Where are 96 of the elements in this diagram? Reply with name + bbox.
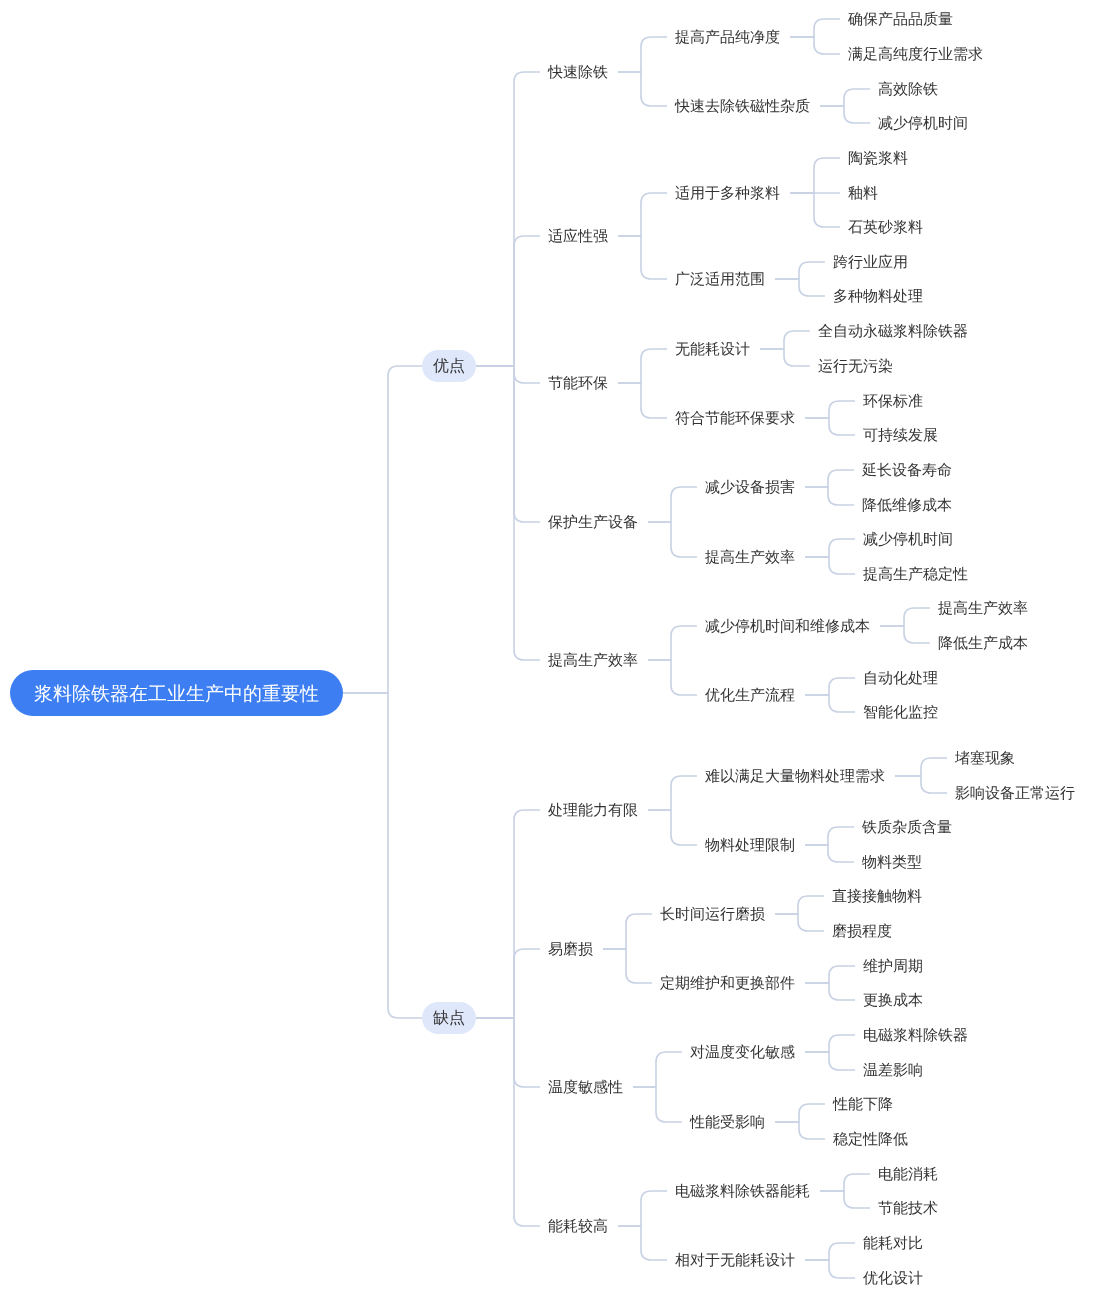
connector-line bbox=[617, 1225, 668, 1261]
topic-label: 性能下降 bbox=[833, 1094, 893, 1114]
connector-line bbox=[632, 1086, 683, 1123]
topic-label: 影响设备正常运行 bbox=[955, 783, 1075, 803]
topic-label: 环保标准 bbox=[863, 391, 923, 411]
connector-line bbox=[617, 235, 668, 280]
topic-label: 难以满足大量物料处理需求 bbox=[705, 766, 885, 786]
topic-label: 稳定性降低 bbox=[833, 1129, 908, 1149]
topic-label: 直接接触物料 bbox=[832, 886, 922, 906]
connector-line bbox=[617, 71, 668, 107]
topic-label: 可持续发展 bbox=[863, 425, 938, 445]
connector-line bbox=[804, 486, 855, 506]
connector-line bbox=[804, 556, 856, 575]
connector-line bbox=[789, 36, 841, 55]
topic-label: 确保产品品质量 bbox=[848, 9, 953, 29]
topic-label: 釉料 bbox=[848, 183, 878, 203]
connector-line bbox=[879, 625, 931, 644]
connector-line bbox=[602, 948, 653, 984]
topic-label: 更换成本 bbox=[863, 990, 923, 1010]
topic-label: 温度敏感性 bbox=[548, 1077, 623, 1097]
topic-label: 石英砂浆料 bbox=[848, 217, 923, 237]
connector-line bbox=[804, 844, 855, 863]
connector-line bbox=[804, 694, 856, 713]
topic-label: 延长设备寿命 bbox=[862, 460, 952, 480]
connector-line bbox=[774, 913, 825, 932]
topic-label: 跨行业应用 bbox=[833, 252, 908, 272]
topic-label: 堵塞现象 bbox=[955, 748, 1015, 768]
topic-label: 减少设备损害 bbox=[705, 477, 795, 497]
topic-label: 减少停机时间和维修成本 bbox=[705, 616, 870, 636]
connector-line bbox=[804, 1259, 856, 1279]
topic-label: 降低维修成本 bbox=[862, 495, 952, 515]
topic-label: 快速去除铁磁性杂质 bbox=[675, 96, 810, 116]
topic-label: 运行无污染 bbox=[818, 356, 893, 376]
connector-line bbox=[804, 417, 856, 436]
topic-label: 高效除铁 bbox=[878, 79, 938, 99]
connector-line bbox=[789, 192, 841, 228]
connector-line bbox=[475, 365, 541, 661]
topic-label: 节能技术 bbox=[878, 1198, 938, 1218]
topic-label: 保护生产设备 bbox=[548, 512, 638, 532]
topic-label: 物料类型 bbox=[862, 852, 922, 872]
topic-label: 定期维护和更换部件 bbox=[660, 973, 795, 993]
topic-label: 电磁浆料除铁器 bbox=[863, 1025, 968, 1045]
root-topic: 浆料除铁器在工业生产中的重要性 bbox=[10, 670, 343, 716]
topic-label: 提高生产效率 bbox=[938, 598, 1028, 618]
topic-label: 智能化监控 bbox=[863, 702, 938, 722]
topic-label: 提高生产效率 bbox=[705, 547, 795, 567]
topic-label: 满足高纯度行业需求 bbox=[848, 44, 983, 64]
topic-label: 优化生产流程 bbox=[705, 685, 795, 705]
topic-label: 陶瓷浆料 bbox=[848, 148, 908, 168]
connector-line bbox=[759, 348, 811, 367]
topic-label: 物料处理限制 bbox=[705, 835, 795, 855]
topic-label: 降低生产成本 bbox=[938, 633, 1028, 653]
connector-line bbox=[617, 382, 668, 419]
topic-label: 易磨损 bbox=[548, 939, 593, 959]
topic-label: 符合节能环保要求 bbox=[675, 408, 795, 428]
connector-line bbox=[774, 278, 826, 297]
topic-label: 温差影响 bbox=[863, 1060, 923, 1080]
connector-line bbox=[804, 1051, 856, 1071]
topic-label: 优化设计 bbox=[863, 1268, 923, 1288]
topic-label: 提高生产稳定性 bbox=[863, 564, 968, 584]
topic-label: 全自动永磁浆料除铁器 bbox=[818, 321, 968, 341]
connector-line bbox=[819, 1190, 871, 1209]
category-pill: 缺点 bbox=[422, 1002, 476, 1034]
topic-label: 提高生产效率 bbox=[548, 650, 638, 670]
topic-label: 磨损程度 bbox=[832, 921, 892, 941]
topic-label: 相对于无能耗设计 bbox=[675, 1250, 795, 1270]
topic-label: 适用于多种浆料 bbox=[675, 183, 780, 203]
topic-label: 对温度变化敏感 bbox=[690, 1042, 795, 1062]
connector-line bbox=[894, 775, 948, 794]
topic-label: 无能耗设计 bbox=[675, 339, 750, 359]
topic-label: 处理能力有限 bbox=[548, 800, 638, 820]
topic-label: 节能环保 bbox=[548, 373, 608, 393]
connector-line bbox=[342, 692, 423, 1019]
topic-label: 电能消耗 bbox=[878, 1164, 938, 1184]
topic-label: 铁质杂质含量 bbox=[862, 817, 952, 837]
topic-label: 维护周期 bbox=[863, 956, 923, 976]
topic-label: 广泛适用范围 bbox=[675, 269, 765, 289]
connector-line bbox=[819, 105, 871, 124]
topic-label: 多种物料处理 bbox=[833, 286, 923, 306]
category-pill: 优点 bbox=[422, 350, 476, 382]
topic-label: 能耗较高 bbox=[548, 1216, 608, 1236]
connector-line bbox=[774, 1121, 826, 1140]
topic-label: 快速除铁 bbox=[548, 62, 608, 82]
connector-line bbox=[647, 659, 698, 696]
topic-label: 能耗对比 bbox=[863, 1233, 923, 1253]
topic-label: 长时间运行磨损 bbox=[660, 904, 765, 924]
topic-label: 提高产品纯净度 bbox=[675, 27, 780, 47]
topic-label: 自动化处理 bbox=[863, 668, 938, 688]
topic-label: 适应性强 bbox=[548, 226, 608, 246]
connector-line bbox=[804, 982, 856, 1001]
connector-line bbox=[647, 809, 698, 846]
topic-label: 电磁浆料除铁器能耗 bbox=[675, 1181, 810, 1201]
connector-line bbox=[647, 521, 698, 558]
topic-label: 性能受影响 bbox=[690, 1112, 765, 1132]
topic-label: 减少停机时间 bbox=[863, 529, 953, 549]
topic-label: 减少停机时间 bbox=[878, 113, 968, 133]
